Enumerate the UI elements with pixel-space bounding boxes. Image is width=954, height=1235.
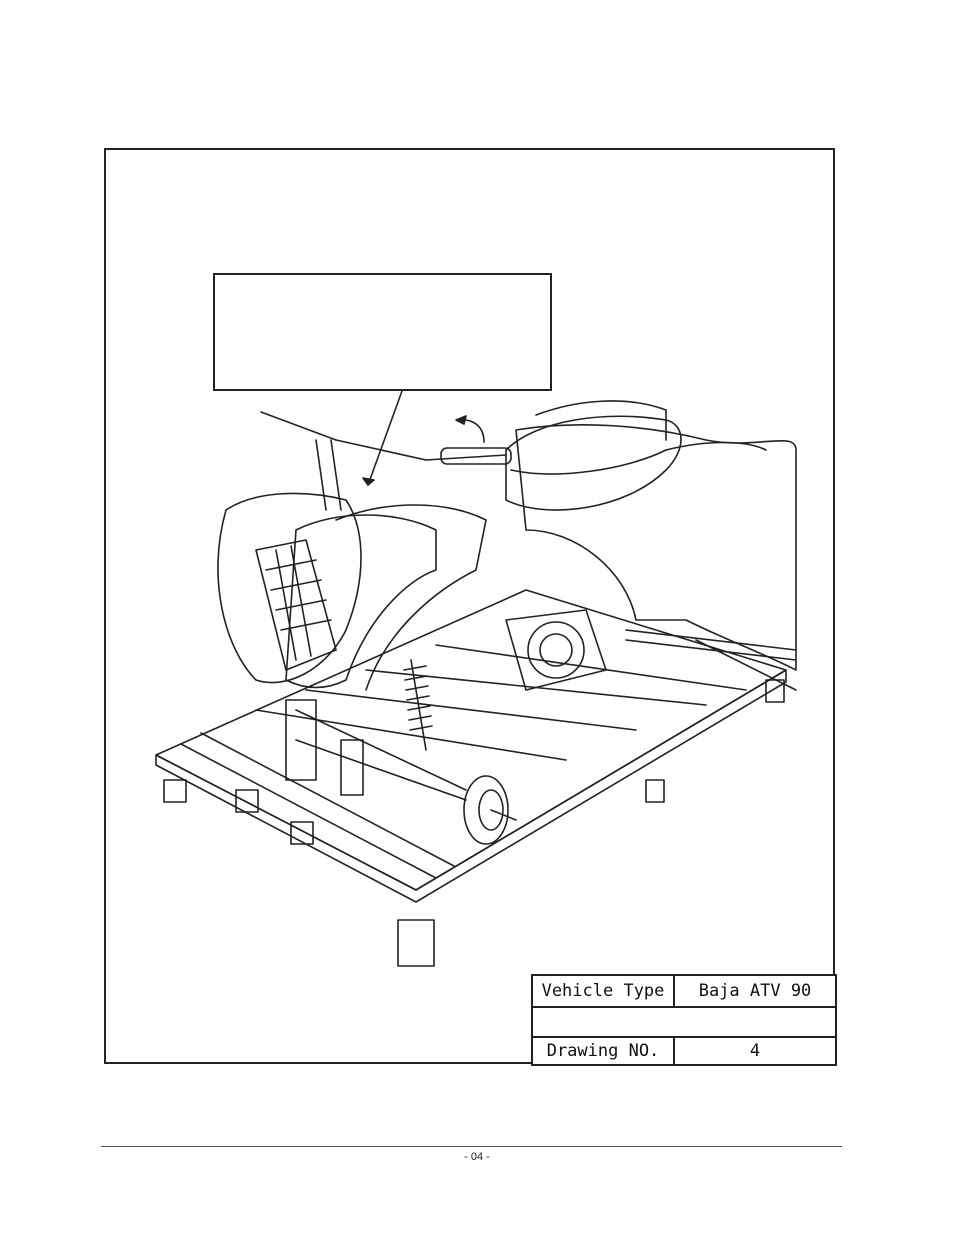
handlebars [260, 411, 512, 511]
page-number: - 04 - [464, 1151, 490, 1163]
front-shock [403, 659, 433, 751]
drawing-frame [104, 148, 835, 1064]
drawing-no-value: 4 [749, 1041, 761, 1061]
title-block-row-drawing-no: Drawing NO. 4 [533, 1038, 835, 1064]
callout-leader-line [367, 390, 403, 486]
rear-body [515, 400, 797, 671]
title-block-row-vehicle-type: Vehicle Type Baja ATV 90 [533, 976, 835, 1008]
drawing-no-label: Drawing NO. [533, 1038, 675, 1064]
footer-rule [101, 1146, 842, 1147]
seat [505, 415, 682, 511]
title-block-row-blank [533, 1008, 835, 1038]
front-body [217, 492, 487, 691]
engine [505, 609, 607, 691]
vehicle-type-value: Baja ATV 90 [698, 981, 812, 1001]
front-stand [285, 699, 364, 796]
blank-row-value [533, 1008, 835, 1036]
atv-crate-illustration [155, 390, 797, 967]
front-hub [295, 709, 517, 845]
title-block: Vehicle Type Baja ATV 90 Drawing NO. 4 [531, 974, 837, 1066]
callout-box [213, 273, 552, 391]
crate-base [155, 589, 787, 967]
rear-rack [625, 629, 797, 691]
vehicle-type-label: Vehicle Type [533, 976, 675, 1006]
